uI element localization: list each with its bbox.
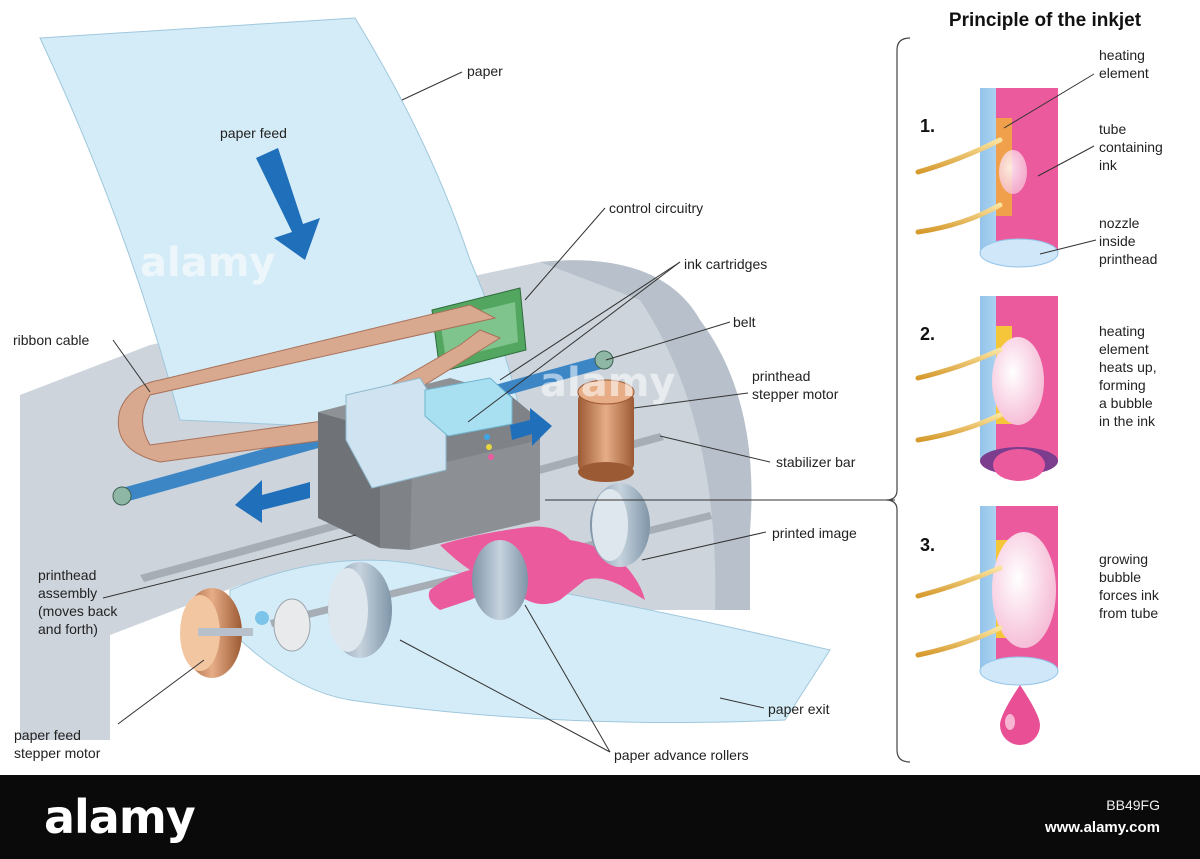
- watermark-image-id: BB49FG: [1106, 797, 1160, 813]
- diagram-illustration: [20, 17, 1097, 763]
- watermark-text: alamy: [140, 240, 276, 286]
- watermark-url: www.alamy.com: [1044, 819, 1160, 836]
- label-stabilizer-bar: stabilizer bar: [776, 454, 856, 470]
- step-1-number: 1.: [920, 116, 936, 136]
- label-growing-bubble: growing bubble forces ink from tube: [1099, 551, 1159, 621]
- watermark-bar: [0, 775, 1200, 859]
- step-2-number: 2.: [920, 324, 936, 344]
- watermark-text: alamy: [540, 360, 676, 406]
- label-ink-cartridges: ink cartridges: [684, 256, 768, 272]
- move-right-arrow: [510, 408, 552, 446]
- label-nozzle-inside-printhead: nozzle inside printhead: [1099, 215, 1158, 267]
- label-paper-feed-stepper-motor: paper feed stepper motor: [14, 727, 101, 761]
- paper-advance-rollers: [328, 483, 650, 658]
- paper-feed-stepper-motor: [180, 588, 311, 678]
- move-left-arrow: [235, 480, 310, 523]
- label-heating-element: heating element: [1099, 47, 1149, 81]
- inkjet-step-1: [915, 73, 1097, 268]
- paper-feed-arrow: [256, 148, 320, 260]
- label-tube-containing-ink: tube containing ink: [1099, 121, 1163, 173]
- housing-arch: [540, 260, 752, 610]
- inkjet-step-2: [915, 296, 1058, 481]
- label-heating-element-heats-up: heating element heats up, forming a bubb…: [1099, 323, 1157, 429]
- label-paper-exit: paper exit: [768, 701, 830, 717]
- label-belt: belt: [733, 314, 756, 330]
- inset-bracket: [885, 37, 911, 763]
- inkjet-step-3: [915, 506, 1059, 745]
- label-printhead-stepper-motor: printhead stepper motor: [752, 368, 839, 402]
- leader-lines: [102, 71, 895, 753]
- inset-title: Principle of the inkjet: [948, 10, 1142, 31]
- printhead-stepper-motor: [577, 379, 635, 482]
- label-control-circuitry: control circuitry: [609, 200, 704, 216]
- label-ribbon-cable: ribbon cable: [13, 332, 90, 348]
- label-printed-image: printed image: [772, 525, 857, 541]
- label-paper-advance-rollers: paper advance rollers: [614, 747, 749, 763]
- label-paper: paper: [467, 63, 503, 79]
- printhead-assembly: [318, 377, 540, 550]
- watermark-logo: alamy: [44, 790, 196, 844]
- label-printhead-assembly: printhead assembly (moves back and forth…: [38, 567, 118, 637]
- label-paper-feed: paper feed: [220, 125, 287, 141]
- step-3-number: 3.: [920, 535, 936, 555]
